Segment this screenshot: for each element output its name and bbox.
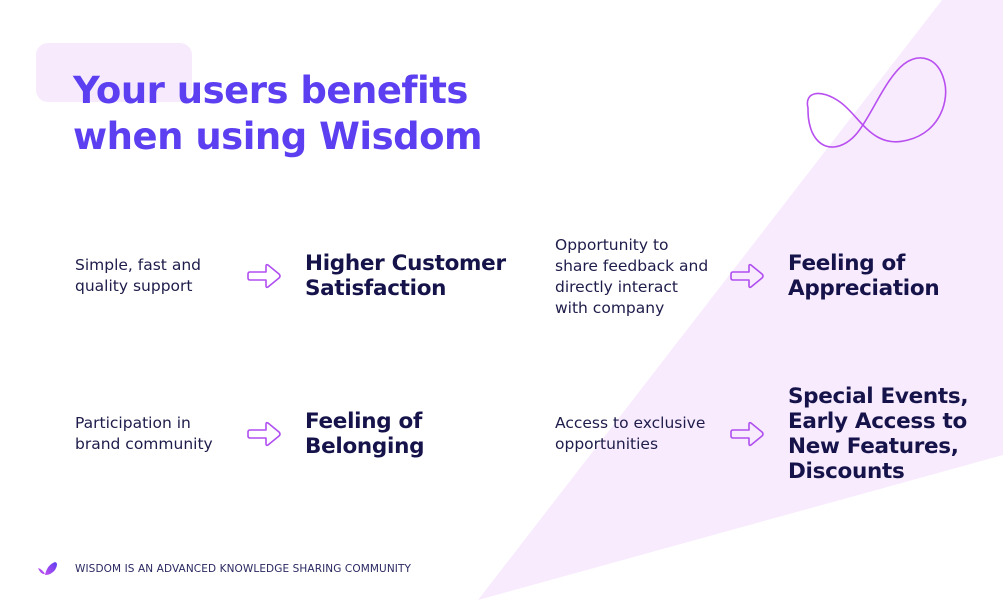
cause-line: quality support <box>75 277 193 295</box>
footer: WISDOM IS AN ADVANCED KNOWLEDGE SHARING … <box>37 561 411 577</box>
benefit-effect: Higher Customer Satisfaction <box>305 251 506 301</box>
benefit-cause: Access to exclusive opportunities <box>555 413 705 455</box>
benefit-cause: Simple, fast and quality support <box>75 255 201 297</box>
cause-line: brand community <box>75 435 213 453</box>
page-title: Your users benefits when using Wisdom <box>73 68 483 160</box>
effect-line: Belonging <box>305 434 425 459</box>
cause-line: directly interact <box>555 278 678 296</box>
effect-line: New Features, <box>788 434 959 459</box>
effect-line: Discounts <box>788 459 905 484</box>
benefit-cause: Opportunity to share feedback and direct… <box>555 235 708 319</box>
arrow-right-icon <box>247 421 281 447</box>
effect-line: Early Access to <box>788 409 968 434</box>
benefit-effect: Feeling of Belonging <box>305 409 424 459</box>
arrow-right-icon <box>247 263 281 289</box>
effect-line: Higher Customer <box>305 251 506 276</box>
cause-line: share feedback and <box>555 257 709 275</box>
title-line-1: Your users benefits <box>73 69 468 112</box>
cause-line: Access to exclusive <box>555 414 706 432</box>
effect-line: Special Events, <box>788 384 969 409</box>
title-line-2: when using Wisdom <box>73 115 483 158</box>
arrow-right-icon <box>730 421 764 447</box>
benefit-effect: Feeling of Appreciation <box>788 251 940 301</box>
wisdom-logo-icon <box>38 562 57 575</box>
wisdom-loop-icon <box>806 57 947 148</box>
cause-line: with company <box>555 299 665 317</box>
footer-tagline: WISDOM IS AN ADVANCED KNOWLEDGE SHARING … <box>75 563 411 575</box>
effect-line: Feeling of <box>788 251 906 276</box>
effect-line: Appreciation <box>788 276 940 301</box>
cause-line: Simple, fast and <box>75 256 201 274</box>
effect-line: Feeling of <box>305 409 423 434</box>
cause-line: Participation in <box>75 414 191 432</box>
cause-line: opportunities <box>555 435 659 453</box>
cause-line: Opportunity to <box>555 236 669 254</box>
benefit-effect: Special Events, Early Access to New Feat… <box>788 384 969 484</box>
title-highlight-block <box>36 43 192 102</box>
benefit-cause: Participation in brand community <box>75 413 213 455</box>
effect-line: Satisfaction <box>305 276 447 301</box>
arrow-right-icon <box>730 263 764 289</box>
